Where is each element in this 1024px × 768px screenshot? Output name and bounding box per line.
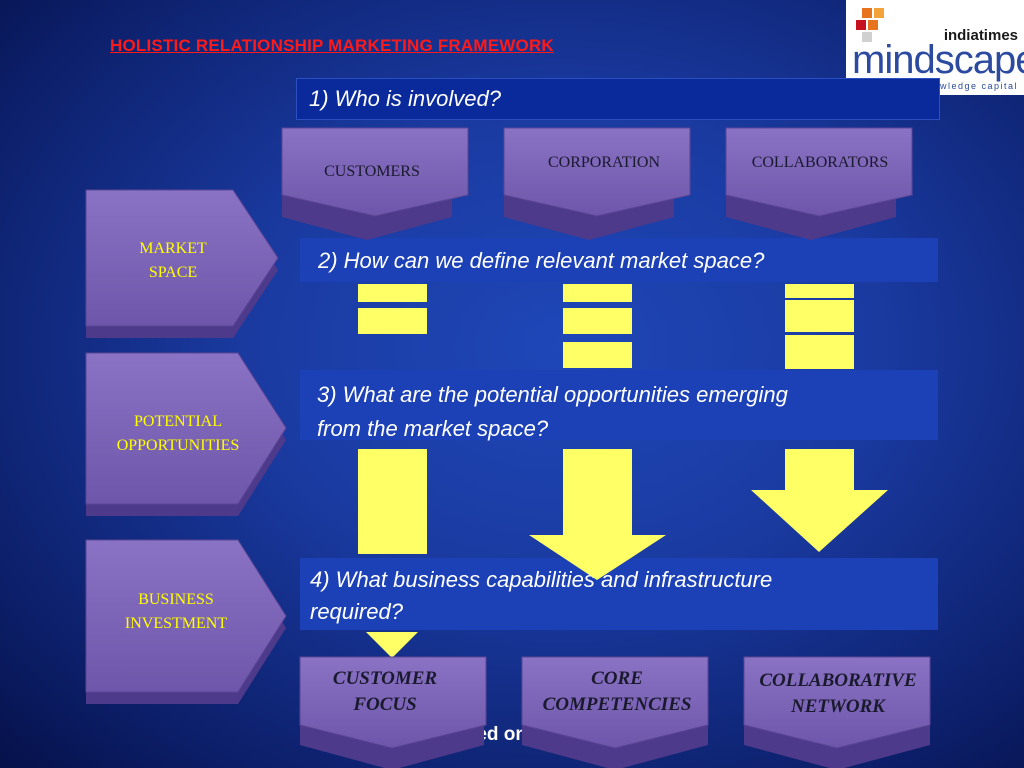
bottom-box-core-competencies: [521, 656, 709, 768]
left-box-label-line: INVESTMENT: [124, 615, 228, 632]
question-1-text: 1) Who is involved?: [309, 86, 501, 111]
question-2-panel: 2) How can we define relevant market spa…: [300, 238, 938, 282]
question-4-line-1: 4) What business capabilities and infras…: [310, 567, 773, 592]
opportunity-arrow-3: [751, 449, 888, 552]
logo-brand-main: mindscape: [852, 38, 1024, 82]
opportunity-arrow-2: [529, 449, 666, 580]
opportunity-arrows: [358, 449, 888, 580]
left-box-business-investment: [85, 539, 287, 704]
left-box-label-line: MARKET: [139, 240, 207, 257]
bottom-box-customer-focus: [299, 656, 487, 768]
question-4-panel: 4) What business capabilities and infras…: [300, 558, 938, 630]
top-box-label-customers: CUSTOMERS: [324, 163, 420, 180]
logo-square-icon: [874, 8, 884, 18]
down-arrow-icon: [366, 632, 418, 658]
question-3-line-1: 3) What are the potential opportunities …: [317, 382, 788, 407]
market-space-bars: [358, 284, 854, 369]
top-box-customers: [281, 127, 469, 240]
bottom-box-label-core-competencies: CORE COMPETENCIES: [522, 666, 712, 718]
logo-square-icon: [856, 20, 866, 30]
left-box-potential-opportunities: [85, 352, 287, 516]
bottom-box-label-collaborative-network: COLLABORATIVE NETWORK: [740, 668, 936, 720]
question-3-text: 3) What are the potential opportunities …: [317, 378, 788, 446]
top-box-corporation: [503, 127, 691, 240]
page-title: HOLISTIC RELATIONSHIP MARKETING FRAMEWOR…: [110, 36, 554, 55]
top-box-collaborators: [725, 127, 913, 240]
left-box-label-market-space: MARKET SPACE: [86, 237, 260, 285]
left-box-label-line: POTENTIAL: [134, 413, 222, 430]
bottom-box-label-line: NETWORK: [791, 696, 885, 717]
bottom-box-label-customer-focus: CUSTOMER FOCUS: [300, 666, 470, 718]
top-box-label-corporation: CORPORATION: [547, 154, 660, 171]
logo-square-icon: [862, 8, 872, 18]
question-4-line-2: required?: [310, 599, 403, 624]
bottom-box-label-line: COMPETENCIES: [542, 694, 692, 715]
left-box-label-potential-opportunities: POTENTIAL OPPORTUNITIES: [86, 410, 270, 458]
opportunity-bar-1: [358, 449, 427, 554]
question-3-panel: 3) What are the potential opportunities …: [300, 370, 938, 441]
logo-square-icon: [868, 20, 878, 30]
left-box-label-line: SPACE: [148, 264, 198, 281]
bottom-box-label-line: FOCUS: [353, 694, 417, 715]
left-box-label-business-investment: BUSINESS INVESTMENT: [86, 588, 266, 636]
question-1-bar: 1) Who is involved?: [296, 78, 940, 120]
bottom-box-label-line: CUSTOMER: [332, 668, 438, 689]
bottom-box-label-line: CORE: [591, 668, 643, 689]
question-3-line-2: from the market space?: [317, 416, 549, 441]
top-box-label-collaborators: COLLABORATORS: [751, 154, 889, 171]
left-box-label-line: OPPORTUNITIES: [116, 437, 240, 454]
question-2-text: 2) How can we define relevant market spa…: [318, 248, 765, 273]
question-4-text: 4) What business capabilities and infras…: [310, 564, 772, 628]
left-box-label-line: BUSINESS: [138, 591, 214, 608]
bottom-box-label-line: COLLABORATIVE: [759, 670, 917, 691]
bottom-box-collaborative-network: [743, 656, 931, 768]
logo-brand-sub: wledge capital: [939, 81, 1018, 91]
logo-brand-top: indiatimes: [943, 27, 1018, 44]
left-box-market-space: [85, 189, 279, 338]
logo-square-icon: [862, 32, 872, 42]
